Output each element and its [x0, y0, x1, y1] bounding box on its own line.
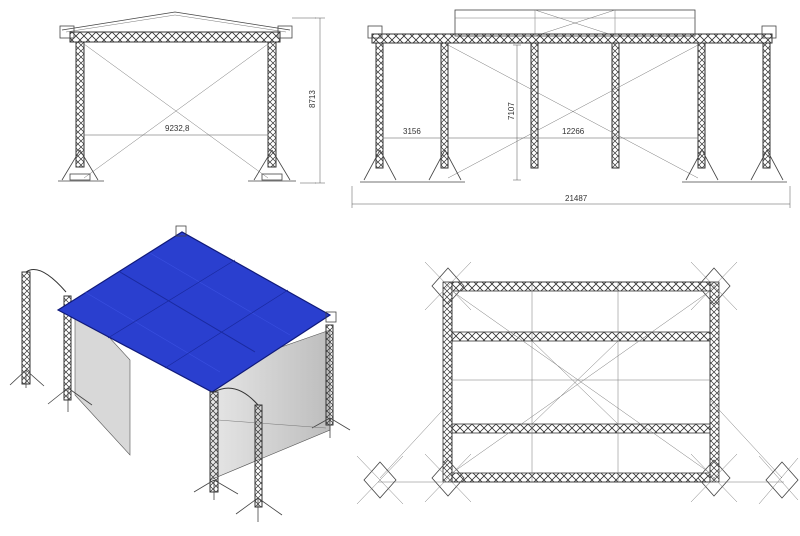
side-span-label: 12266: [562, 127, 585, 136]
front-left-tower: [75, 41, 85, 168]
side-tower-4: [611, 42, 620, 169]
side-height-label: 7107: [507, 102, 516, 120]
side-elevation-view: 7107 3156 12266 21487: [351, 9, 791, 208]
front-width-label: 9232,8: [165, 124, 190, 133]
iso-front-right-tower: [209, 391, 219, 493]
plan-truss-1: [451, 281, 711, 292]
iso-rear-right-tower: [325, 324, 334, 426]
front-height-label: 8713: [308, 90, 317, 108]
front-top-truss: [69, 31, 281, 43]
plan-top-view: [356, 261, 799, 505]
side-tower-6: [762, 42, 771, 169]
plan-left-truss: [442, 281, 453, 483]
side-tower-3: [530, 42, 539, 169]
side-bay-label: 3156: [403, 127, 421, 136]
iso-left-wing-tower: [21, 271, 31, 385]
iso-left-screen: [74, 299, 131, 456]
plan-truss-3: [451, 423, 711, 434]
plan-right-truss: [709, 281, 720, 483]
side-tower-1: [375, 42, 384, 169]
plan-truss-2: [451, 331, 711, 342]
front-elevation-view: 9232,8 8713: [58, 11, 325, 184]
plan-outriggers: [356, 261, 799, 505]
iso-front-left-tower: [63, 295, 72, 401]
side-tower-2: [440, 42, 449, 169]
isometric-3d-view: [9, 225, 351, 522]
iso-roof: [56, 231, 332, 393]
side-tower-5: [697, 42, 706, 169]
iso-right-wing-tower: [254, 404, 263, 508]
front-right-tower: [267, 41, 277, 168]
front-roof-gable: [61, 11, 291, 31]
side-total-label: 21487: [565, 194, 588, 203]
side-top-truss: [371, 33, 773, 44]
plan-truss-4: [451, 472, 711, 483]
